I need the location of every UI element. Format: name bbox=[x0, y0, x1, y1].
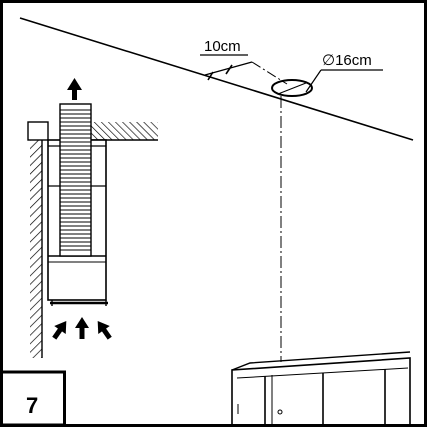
airflow-up-arrow-icon bbox=[67, 78, 82, 100]
ceiling-line bbox=[19, 17, 414, 141]
wall-cabinet-icon bbox=[231, 351, 411, 427]
step-number: 7 bbox=[26, 393, 38, 418]
offset-dimension: 10cm bbox=[200, 38, 288, 85]
hole-diameter-label: ∅16cm bbox=[322, 52, 372, 69]
wall-hatch-icon bbox=[30, 140, 43, 358]
step-number-box: 7 bbox=[0, 370, 66, 427]
ceiling-hatch-icon bbox=[88, 122, 158, 141]
air-intake-arrow-icon bbox=[52, 317, 112, 340]
hood-chimney-icon bbox=[27, 103, 108, 306]
offset-label: 10cm bbox=[204, 38, 241, 55]
duct-hole: ∅16cm bbox=[271, 52, 383, 97]
